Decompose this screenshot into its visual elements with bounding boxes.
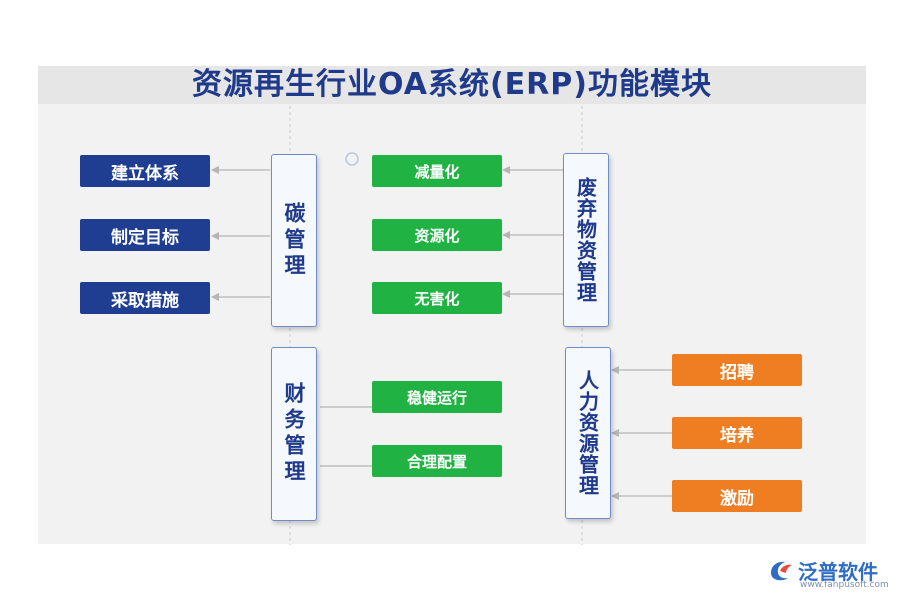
module-waste-label: 废弃物资管理 [573,177,598,303]
module-finance-label: 财务管理 [282,382,306,486]
carbon-item-take-measures: 采取措施 [80,282,210,314]
title-bar [38,66,866,104]
module-finance-management: 财务管理 [271,347,317,521]
hr-item-incentive: 激励 [672,480,802,512]
diagram-title: 资源再生行业OA系统(ERP)功能模块 [192,67,712,102]
brand-mark-icon [771,561,792,580]
hr-item-recruitment: 招聘 [672,354,802,386]
module-hr-label: 人力资源管理 [575,370,600,496]
brand-name: 泛普软件 [798,560,878,584]
faint-logo-watermark [345,152,359,166]
module-carbon-label: 碳管理 [282,201,306,280]
waste-item-reduction: 减量化 [372,155,502,187]
logo-mark-icon [345,152,359,166]
waste-item-harmless: 无害化 [372,282,502,314]
carbon-item-set-targets: 制定目标 [80,219,210,251]
module-carbon-management: 碳管理 [271,154,317,327]
module-waste-management: 废弃物资管理 [563,153,609,327]
waste-item-recycling: 资源化 [372,219,502,251]
carbon-item-establish-system: 建立体系 [80,155,210,187]
finance-item-stable-operation: 稳健运行 [372,381,502,413]
module-hr-management: 人力资源管理 [565,347,611,519]
brand-logo: 泛普软件 [768,556,878,585]
brand-url: www.fanpusoft.com [800,580,889,590]
finance-item-rational-allocation: 合理配置 [372,445,502,477]
hr-item-training: 培养 [672,417,802,449]
